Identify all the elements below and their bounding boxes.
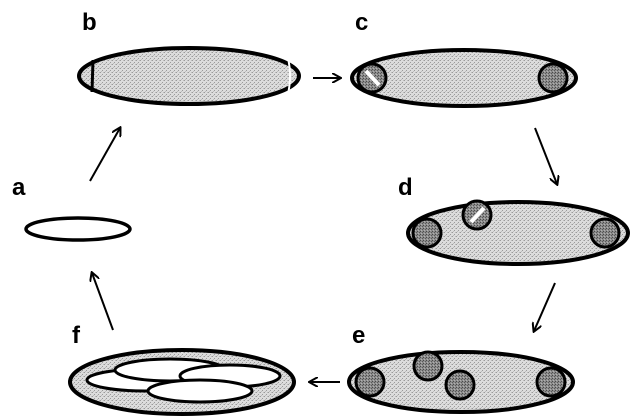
cell-b-left-band: [90, 59, 95, 93]
cell-e-organelle-3: [444, 369, 476, 401]
arrow-d-to-e: [534, 282, 556, 331]
cell-c-body: [350, 48, 578, 108]
stage-b: b: [77, 9, 301, 106]
cell-e-left-organelle: [354, 366, 386, 398]
arrow-c-to-d: [534, 127, 557, 184]
cell-c-right-organelle: [537, 62, 569, 94]
arrow-f-to-a: [92, 273, 114, 331]
cell-c-left-slash: [364, 69, 381, 87]
stage-e: e: [347, 322, 575, 414]
stage-b-label: b: [82, 9, 97, 36]
cell-b-right-band: [287, 57, 291, 95]
stage-d: d: [398, 174, 630, 266]
stage-a-label: a: [12, 174, 26, 201]
cell-e-right-organelle: [535, 366, 567, 398]
cell-e-organelle-2: [412, 350, 444, 382]
cell-d-top-slash: [469, 206, 486, 224]
stage-a: a: [12, 174, 132, 242]
spore-4: [146, 378, 254, 404]
cell-b-body: [77, 46, 301, 106]
stage-c: c: [350, 9, 578, 108]
arrow-a-to-b: [89, 128, 120, 182]
stage-f-label: f: [72, 322, 81, 349]
stage-e-label: e: [352, 322, 365, 349]
cell-d-right-organelle: [589, 217, 621, 249]
stage-d-label: d: [398, 174, 413, 201]
stage-f: f: [68, 322, 296, 416]
cell-d-left-organelle: [411, 217, 443, 249]
stage-c-label: c: [355, 9, 368, 36]
cell-a-outline: [24, 216, 132, 242]
